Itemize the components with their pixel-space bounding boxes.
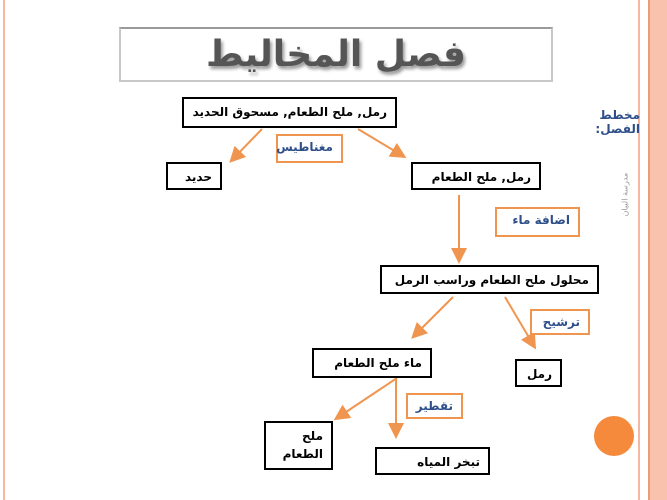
arrow: [229, 128, 263, 163]
orange-circle-decoration: [594, 416, 634, 456]
arrow: [411, 296, 454, 339]
node-salt: ملح الطعام: [264, 421, 333, 470]
arrow: [333, 377, 398, 421]
node-solution: محلول ملح الطعام وراسب الرمل: [380, 265, 599, 294]
node-water-evaporates: تبخر المياه: [375, 447, 490, 475]
right-border-line: [638, 0, 640, 500]
right-border-band: [648, 0, 667, 500]
method-add-water: اضافة ماء: [495, 207, 580, 237]
node-sand: رمل: [515, 359, 562, 387]
left-border-line: [3, 0, 5, 500]
node-salt-water: ماء ملح الطعام: [312, 348, 432, 378]
node-mixture: رمل, ملح الطعام, مسحوق الحديد: [182, 97, 397, 128]
node-sand-salt: رمل, ملح الطعام: [411, 162, 541, 190]
method-filtration: ترشيح: [530, 309, 590, 335]
node-iron: حديد: [166, 162, 222, 190]
arrow: [357, 128, 407, 159]
scheme-label: مخطط الفصل:: [595, 108, 640, 136]
method-distillation: تقطير: [406, 393, 463, 419]
arrow: [504, 296, 537, 350]
slide-title: فصل المخاليط: [119, 27, 553, 82]
method-magnet: مغناطيس: [276, 134, 343, 163]
